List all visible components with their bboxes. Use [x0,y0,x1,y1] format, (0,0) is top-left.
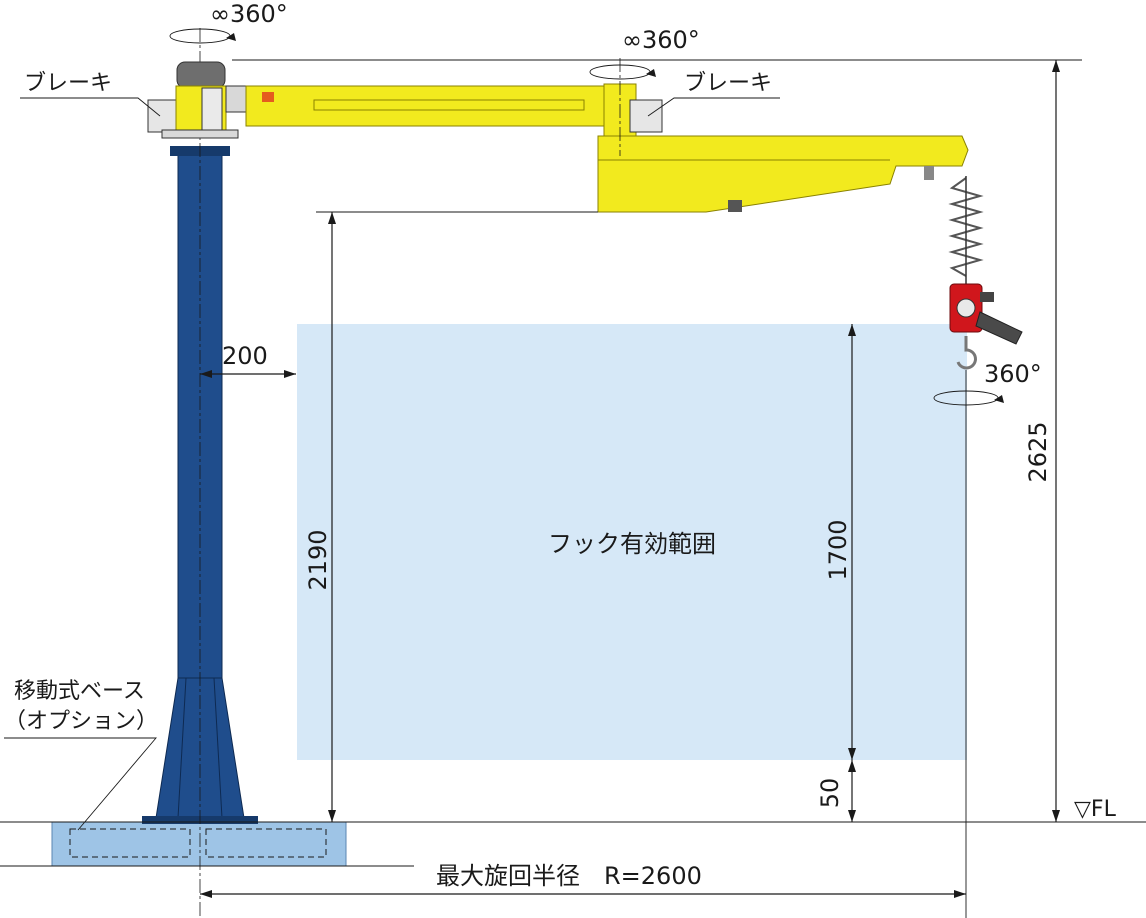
lower-arm [597,135,969,213]
brake-label-left: ブレーキ [24,71,112,96]
rotation-label-top-right: ∞360° [622,26,700,54]
brake-leader-left [20,97,161,117]
rotation-mark-hook [933,390,1004,406]
rotation-mark-top-left [169,28,236,44]
hoist [948,176,1023,370]
dimension-label-min-hook: 50 [816,778,844,809]
pivot-head-right [603,83,663,137]
dimension-max-radius [200,890,966,898]
mobile-base-leader [4,737,157,831]
rotation-label-top-left: ∞360° [210,0,288,28]
dimension-label-total-height: 2625 [1024,421,1052,482]
dimension-under-boom [328,212,336,822]
dimension-column-offset [200,370,296,378]
mobile-base [51,821,347,867]
mobile-base-label-option: （オプション） [4,709,158,734]
brake-leader-right [647,97,780,117]
dimension-label-hook-stroke: 1700 [824,519,852,580]
hook-range-area [297,324,967,760]
floor-level-label: ▽FL [1074,797,1117,822]
upper-arm [245,85,629,127]
rotation-mark-top-right [589,58,656,156]
dimension-total-height [1052,60,1060,822]
dimension-label-under-boom: 2190 [304,529,332,590]
dimension-hook-stroke [848,324,856,760]
mobile-base-label: 移動式ベース [14,679,145,704]
dimension-min-hook [848,760,856,822]
pivot-head-left [147,61,247,139]
brake-label-right: ブレーキ [684,71,772,96]
hook-range-label: フック有効範囲 [548,530,716,558]
max-radius-label: 最大旋回半径 R=2600 [436,862,702,890]
rotation-label-hook: 360° [984,360,1042,388]
dimension-label-column-offset: 200 [222,342,268,370]
